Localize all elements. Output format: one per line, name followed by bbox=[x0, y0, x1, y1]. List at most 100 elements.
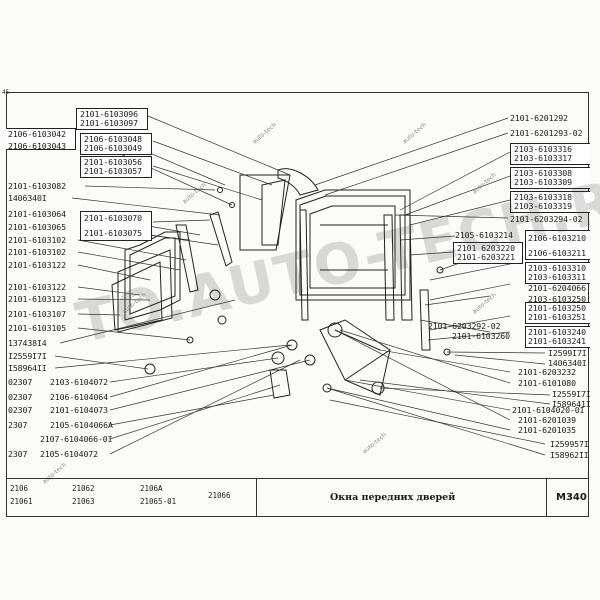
part-label: I2559I7I bbox=[8, 351, 47, 361]
part-label: 2106-6103211 bbox=[528, 248, 586, 258]
part-label: 2101-6101080 bbox=[518, 378, 576, 388]
model-label: 21061 bbox=[10, 497, 33, 506]
part-label: I589641I bbox=[552, 399, 591, 409]
part-label: 2101-6103240 bbox=[528, 327, 586, 337]
part-label: 2103-6103318 bbox=[514, 192, 572, 202]
front-triangle-glass bbox=[239, 174, 291, 251]
corner-mark: 45 bbox=[2, 89, 10, 96]
part-label: 2103-6103310 bbox=[528, 263, 586, 273]
glass-channel bbox=[175, 224, 199, 293]
part-label: 2101-6201035 bbox=[518, 425, 576, 435]
regulator-handle-knob bbox=[271, 351, 285, 365]
label-box-left bbox=[6, 128, 76, 150]
part-label: 2101-6103122 bbox=[8, 282, 66, 292]
part-label: 2106-6104064 bbox=[50, 392, 108, 402]
part-label: 1406340I bbox=[8, 193, 47, 203]
part-label: 2103-6103316 bbox=[514, 144, 572, 154]
part-label: I58962II bbox=[550, 450, 589, 460]
part-label: 2101-6103056 bbox=[84, 157, 142, 167]
label-box-right-6 bbox=[525, 262, 590, 284]
part-label: 02307 bbox=[8, 377, 33, 387]
part-label: 2106-6103042 bbox=[8, 129, 66, 139]
part-label: 2101-6103065 bbox=[8, 222, 66, 232]
part-label: I2559I7I bbox=[552, 389, 591, 399]
part-label: 2107-6104066-0I bbox=[40, 434, 113, 444]
label-box-right-2 bbox=[510, 167, 590, 189]
part-label: 2101-6103260 bbox=[452, 331, 510, 341]
model-label: 2106 bbox=[10, 484, 29, 493]
part-label: 2103-6103319 bbox=[514, 201, 572, 211]
label-box-3 bbox=[80, 156, 152, 178]
part-label: 2307 bbox=[8, 449, 28, 459]
vent-window-glass bbox=[117, 249, 173, 333]
part-label: 2101-6103070 bbox=[84, 213, 142, 223]
part-label: 2101-6203221 bbox=[457, 252, 515, 262]
page-title: Окна передних дверей bbox=[330, 492, 456, 503]
part-label: 2101-6103123 bbox=[8, 294, 66, 304]
part-label: 2103-6103311 bbox=[528, 272, 586, 282]
part-label: 2101 6203220 bbox=[457, 243, 515, 253]
part-label: 137438I4 bbox=[8, 338, 47, 348]
code-cell bbox=[546, 478, 590, 517]
part-label: 2105-6104072 bbox=[40, 449, 98, 459]
part-label: I58964II bbox=[8, 363, 47, 373]
label-box-4 bbox=[80, 211, 152, 241]
part-label: 2101-6103122 bbox=[8, 260, 66, 270]
model-label: 21063 bbox=[72, 497, 95, 506]
part-label: 2101-6103102 bbox=[8, 247, 66, 257]
model-label: 2106A bbox=[140, 484, 163, 493]
mirror-mount bbox=[277, 168, 319, 196]
part-label: 2103-6103250 bbox=[528, 294, 586, 304]
part-label: 2103-6103317 bbox=[514, 153, 572, 163]
part-label: 2106-6103048 bbox=[84, 134, 142, 144]
part-label: 2101-6104073 bbox=[50, 405, 108, 415]
part-label: 2101-6103082 bbox=[8, 181, 66, 191]
label-box-2 bbox=[80, 133, 152, 155]
label-box-right-8 bbox=[525, 326, 590, 348]
part-label: 2101-6103064 bbox=[8, 209, 66, 219]
part-label: 2101-6104020-0I bbox=[512, 405, 585, 415]
door-window-frame bbox=[295, 189, 411, 301]
part-label: 2106-6103049 bbox=[84, 143, 142, 153]
label-box-right-3 bbox=[510, 191, 590, 213]
part-label: 1406340I bbox=[548, 358, 587, 368]
part-label: 2101-6103102 bbox=[8, 235, 66, 245]
part-label: 2101-6103107 bbox=[8, 309, 66, 319]
part-label: 2101-6103057 bbox=[84, 166, 142, 176]
part-label: 2101-6103251 bbox=[528, 312, 586, 322]
part-label: 2101-6203292-02 bbox=[428, 321, 501, 331]
part-label: 2101-6103097 bbox=[80, 118, 138, 128]
part-label: 2101-6103096 bbox=[80, 109, 138, 119]
window-regulator bbox=[319, 319, 391, 396]
part-label: 2101-6103075 bbox=[84, 228, 142, 238]
label-box-right-1 bbox=[510, 143, 590, 165]
part-label: 02307 bbox=[8, 405, 33, 415]
part-label: 2106-6103210 bbox=[528, 233, 586, 243]
part-label: 2101-6203294-02 bbox=[510, 214, 583, 224]
part-label: 2105-6103214 bbox=[455, 230, 513, 240]
part-label: 2101-6204066 bbox=[528, 283, 586, 293]
part-label: 2101-6103105 bbox=[8, 323, 66, 333]
model-label: 21062 bbox=[72, 484, 95, 493]
part-label: 2106-6103043 bbox=[8, 141, 66, 151]
part-label: 2101-6201039 bbox=[518, 415, 576, 425]
part-label: 2103-6104072 bbox=[50, 377, 108, 387]
part-label: 2101-6103241 bbox=[528, 336, 586, 346]
model-label: 21065-01 bbox=[140, 497, 177, 506]
part-label: 2105-6104066A bbox=[50, 420, 113, 430]
title-block bbox=[6, 478, 589, 518]
part-label: 02307 bbox=[8, 392, 33, 402]
label-box-right-5 bbox=[525, 230, 590, 260]
part-label: I2599I7I bbox=[548, 348, 587, 358]
part-label: 2101-6201293-02 bbox=[510, 128, 583, 138]
model-label: 21066 bbox=[208, 491, 231, 500]
vent-window-frame bbox=[124, 231, 181, 321]
part-label: I259957I bbox=[550, 439, 589, 449]
part-label: 2101-6203232 bbox=[518, 367, 576, 377]
page-code: M340 bbox=[556, 492, 587, 503]
part-label: 2103-6103309 bbox=[514, 177, 572, 187]
label-box-1 bbox=[76, 108, 148, 130]
label-box-right-7 bbox=[525, 302, 590, 324]
